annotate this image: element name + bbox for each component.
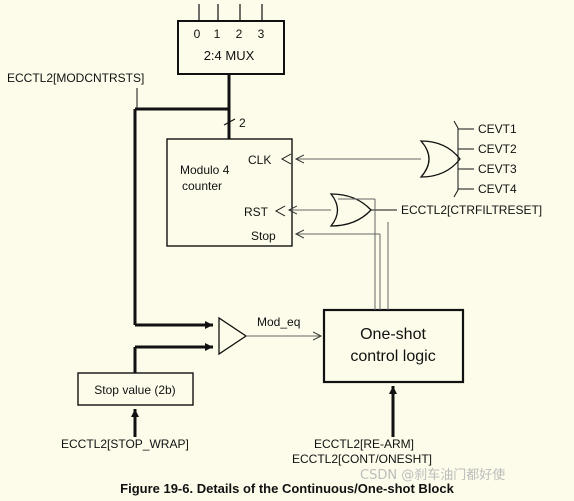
or-gate-rst bbox=[289, 193, 397, 310]
cont-oneshot-label: ECCTL2[CONT/ONESHT] bbox=[292, 452, 432, 466]
counter-port-clk: CLK bbox=[248, 153, 271, 167]
comparator: Mod_eq bbox=[218, 315, 321, 356]
ctrfiltreset-label: ECCTL2[CTRFILTRESET] bbox=[401, 203, 542, 217]
stop-value-label: Stop value (2b) bbox=[94, 383, 175, 397]
mux-input-3: 3 bbox=[258, 27, 265, 41]
mod-eq-label: Mod_eq bbox=[257, 315, 300, 329]
bus-width-label: 2 bbox=[239, 116, 246, 130]
counter-title-line2: counter bbox=[182, 179, 222, 193]
cevt3-label: CEVT3 bbox=[478, 162, 517, 176]
counter-port-stop: Stop bbox=[251, 229, 276, 243]
oneshot-block: One-shot control logic bbox=[322, 308, 465, 384]
cevt4-label: CEVT4 bbox=[478, 182, 517, 196]
oneshot-title-line2: control logic bbox=[350, 348, 435, 365]
clk-edge-icon bbox=[280, 153, 292, 165]
figure-caption: Figure 19-6. Details of the Continuous/O… bbox=[120, 481, 454, 496]
mux-input-2: 2 bbox=[236, 27, 243, 41]
watermark: CSDN @刹车油门都好使 bbox=[360, 468, 506, 483]
stop-value-block: Stop value (2b) bbox=[77, 372, 194, 406]
stop-value-wires bbox=[131, 343, 213, 437]
counter-title-line1: Modulo 4 bbox=[180, 163, 230, 177]
mux-title: 2:4 MUX bbox=[204, 48, 255, 63]
mux-block: 0 1 2 3 2:4 MUX bbox=[177, 4, 285, 75]
counter-port-rst: RST bbox=[244, 205, 269, 219]
counter-block: Modulo 4 counter CLK RST Stop bbox=[166, 138, 293, 247]
mux-input-1: 1 bbox=[214, 27, 221, 41]
modcntrsts-label: ECCTL2[MODCNTRSTS] bbox=[7, 71, 144, 85]
cevt1-label: CEVT1 bbox=[478, 122, 517, 136]
bus-width-slash bbox=[223, 118, 236, 126]
cevt2-label: CEVT2 bbox=[478, 142, 517, 156]
count-bus: 2 bbox=[133, 74, 246, 329]
rst-edge-icon bbox=[274, 205, 286, 217]
rearm-label: ECCTL2[RE-ARM] bbox=[314, 437, 414, 451]
stop-wrap-label: ECCTL2[STOP_WRAP] bbox=[61, 437, 189, 451]
oneshot-title-line1: One-shot bbox=[360, 326, 426, 343]
or-gate-cevt bbox=[296, 120, 474, 198]
mux-input-0: 0 bbox=[194, 27, 201, 41]
